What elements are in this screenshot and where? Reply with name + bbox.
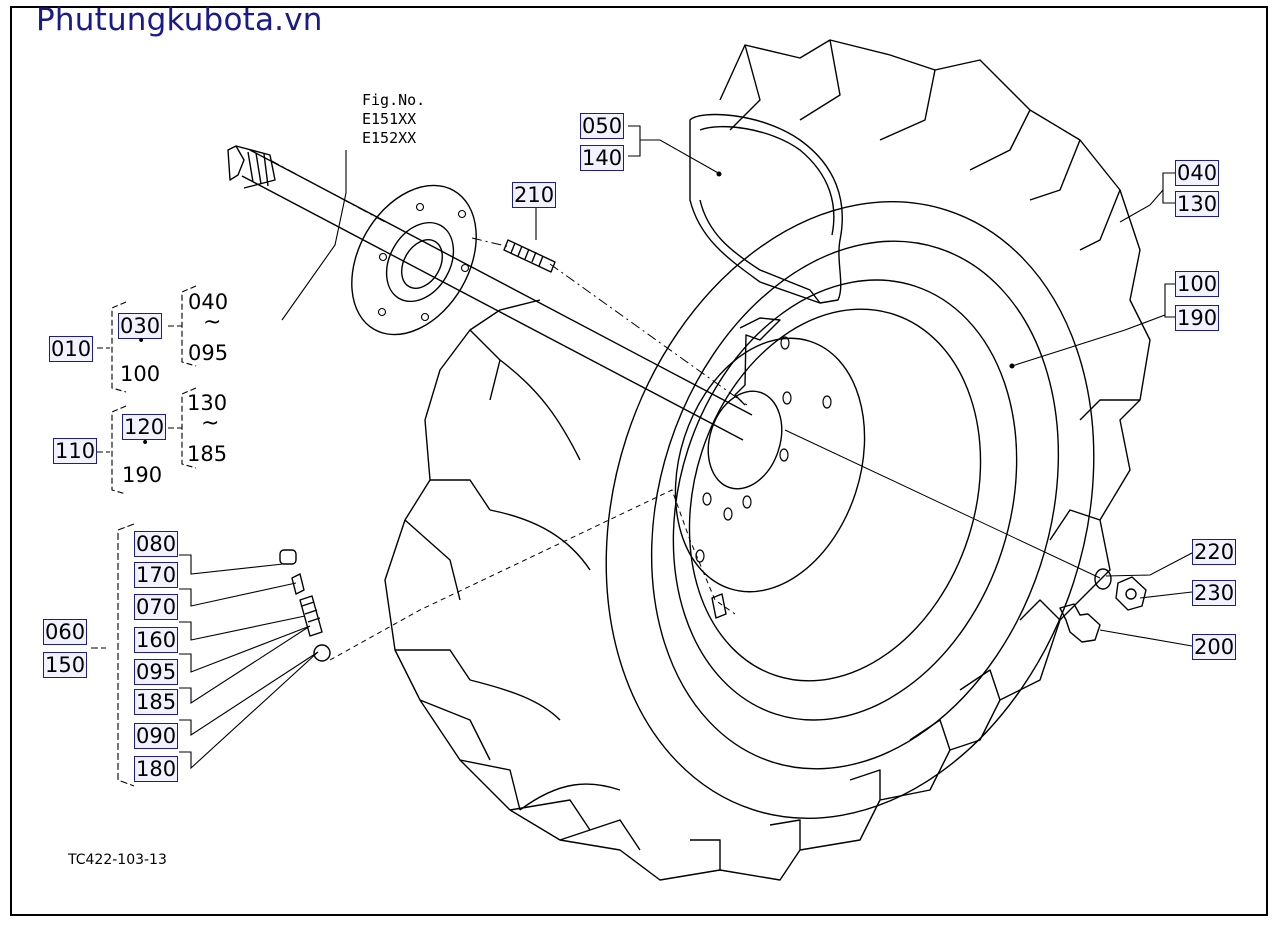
rim-mid	[650, 240, 1060, 770]
site-watermark: Phutungkubota.vn	[36, 2, 323, 38]
axle-flange	[351, 184, 477, 336]
stud-bolt	[503, 239, 556, 273]
ref-140[interactable]: 140	[580, 145, 625, 171]
ref-185-range: 185	[187, 442, 228, 466]
tire-outline	[384, 39, 1151, 881]
rim-outer	[605, 201, 1095, 819]
fig-no-label: Fig.No.	[362, 91, 426, 109]
ref-120[interactable]: 120	[122, 414, 167, 440]
ref-060[interactable]: 060	[43, 619, 88, 645]
ref-090[interactable]: 090	[134, 723, 179, 749]
ref-030[interactable]: 030	[118, 313, 163, 339]
valve-core	[291, 573, 305, 595]
fig-code-2: E152XX	[362, 129, 417, 147]
ref-070[interactable]: 070	[134, 594, 179, 620]
range-tilde-1: ~	[203, 310, 222, 335]
rim-well	[688, 308, 982, 682]
ref-170[interactable]: 170	[134, 562, 179, 588]
drawing-code: TC422-103-13	[68, 852, 167, 868]
valve-nut	[313, 644, 331, 662]
valve-cap	[279, 549, 297, 565]
ref-080[interactable]: 080	[134, 531, 179, 557]
tire-section	[689, 113, 843, 304]
ref-230[interactable]: 230	[1192, 580, 1237, 606]
ref-190-range: 190	[122, 463, 163, 487]
valve-stem	[299, 595, 323, 637]
ref-100-range: 100	[120, 362, 161, 386]
ref-095-range: 095	[188, 341, 229, 365]
ref-210[interactable]: 210	[512, 182, 557, 208]
ref-095[interactable]: 095	[134, 659, 179, 685]
ref-160[interactable]: 160	[134, 627, 179, 653]
ref-100[interactable]: 100	[1175, 271, 1220, 297]
hub-center-hole	[707, 390, 783, 490]
ref-185[interactable]: 185	[134, 689, 179, 715]
wheel-bolt	[1059, 603, 1101, 643]
hub-disc	[674, 337, 866, 593]
ref-220[interactable]: 220	[1192, 539, 1237, 565]
ref-150[interactable]: 150	[43, 652, 88, 678]
ref-040[interactable]: 040	[1175, 160, 1220, 186]
ref-180[interactable]: 180	[134, 756, 179, 782]
fig-code-1: E151XX	[362, 110, 417, 128]
ref-130-range: 130	[187, 391, 228, 415]
washer	[1094, 568, 1112, 590]
rim-inner	[672, 279, 1018, 721]
ref-200[interactable]: 200	[1192, 634, 1237, 660]
ref-050[interactable]: 050	[580, 113, 625, 139]
ref-130[interactable]: 130	[1175, 191, 1220, 217]
range-tilde-2: ~	[201, 411, 220, 436]
ref-010[interactable]: 010	[49, 336, 94, 362]
range-dot-2: •	[141, 435, 150, 451]
range-dot-1: •	[137, 333, 146, 349]
ref-110[interactable]: 110	[53, 438, 98, 464]
axle-shaft	[241, 149, 753, 441]
nut	[1115, 576, 1147, 611]
ref-040-range: 040	[188, 290, 229, 314]
ref-190[interactable]: 190	[1175, 305, 1220, 331]
drawing-frame	[10, 6, 1268, 916]
